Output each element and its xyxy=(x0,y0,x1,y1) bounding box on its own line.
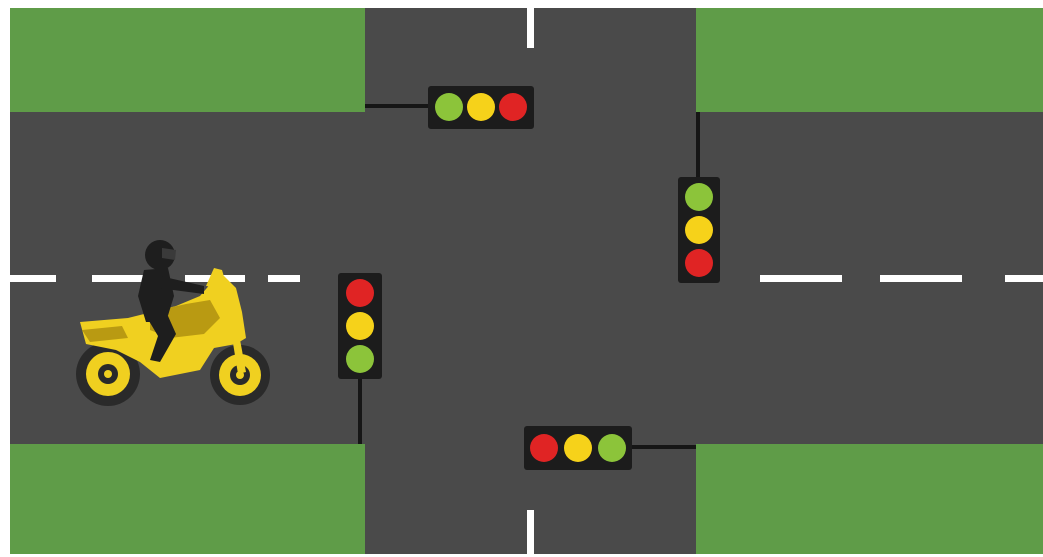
red-lamp xyxy=(685,249,713,277)
pole-east xyxy=(696,112,700,178)
lane-dash-east-3 xyxy=(1005,275,1043,282)
grass-bottom-left xyxy=(10,444,365,554)
green-lamp xyxy=(435,93,463,121)
grass-top-left xyxy=(10,8,365,112)
lane-dash-west-4 xyxy=(268,275,300,282)
west-approach-signal xyxy=(338,273,382,379)
yellow-lamp xyxy=(467,93,495,121)
yellow-lamp xyxy=(564,434,592,462)
south-approach-signal xyxy=(524,426,632,470)
grass-top-right xyxy=(696,8,1043,112)
lane-dash-west-1 xyxy=(10,275,56,282)
red-lamp xyxy=(530,434,558,462)
red-lamp xyxy=(346,279,374,307)
lane-dash-east-2 xyxy=(880,275,962,282)
green-lamp xyxy=(598,434,626,462)
green-lamp xyxy=(685,183,713,211)
rider-visor xyxy=(162,248,176,260)
pole-west xyxy=(358,378,362,444)
lane-dash-north xyxy=(527,8,534,48)
yellow-lamp xyxy=(346,312,374,340)
pole-south xyxy=(630,445,696,449)
pole-north xyxy=(365,104,431,108)
red-lamp xyxy=(499,93,527,121)
grass-bottom-right xyxy=(696,444,1043,554)
east-approach-signal xyxy=(678,177,720,283)
lane-dash-south xyxy=(527,510,534,554)
green-lamp xyxy=(346,345,374,373)
north-approach-signal xyxy=(428,86,534,129)
yellow-lamp xyxy=(685,216,713,244)
lane-dash-east-1 xyxy=(760,275,842,282)
